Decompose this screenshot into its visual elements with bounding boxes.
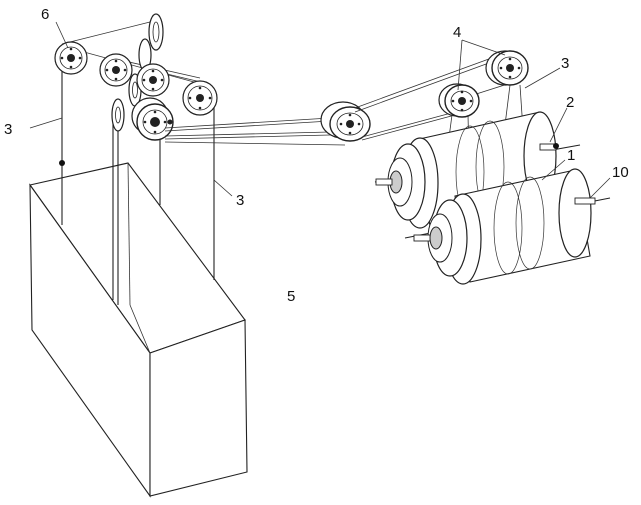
vertical-strands	[59, 70, 215, 305]
belt-to-pulleys-4	[354, 51, 521, 141]
reference-numerals: 6 3 3 4 3 2 1 10 5	[4, 6, 629, 305]
middle-pulley	[320, 101, 371, 142]
tank-front-face	[149, 319, 248, 497]
pulley-6	[54, 41, 88, 75]
label-3-right: 3	[561, 55, 569, 72]
tank	[29, 162, 248, 498]
label-3-tank: 3	[236, 192, 244, 209]
long-belt	[164, 117, 346, 146]
drums	[374, 111, 611, 285]
label-6: 6	[41, 6, 49, 23]
front-drum	[413, 168, 596, 285]
pulley-cluster	[54, 13, 218, 141]
pulleys-4	[438, 50, 529, 118]
label-3-left: 3	[4, 121, 12, 138]
label-4: 4	[453, 24, 461, 41]
label-10: 10	[612, 164, 629, 181]
label-2: 2	[566, 94, 574, 111]
label-1: 1	[567, 147, 575, 164]
leader-lines	[29, 21, 611, 199]
label-5: 5	[287, 288, 295, 305]
